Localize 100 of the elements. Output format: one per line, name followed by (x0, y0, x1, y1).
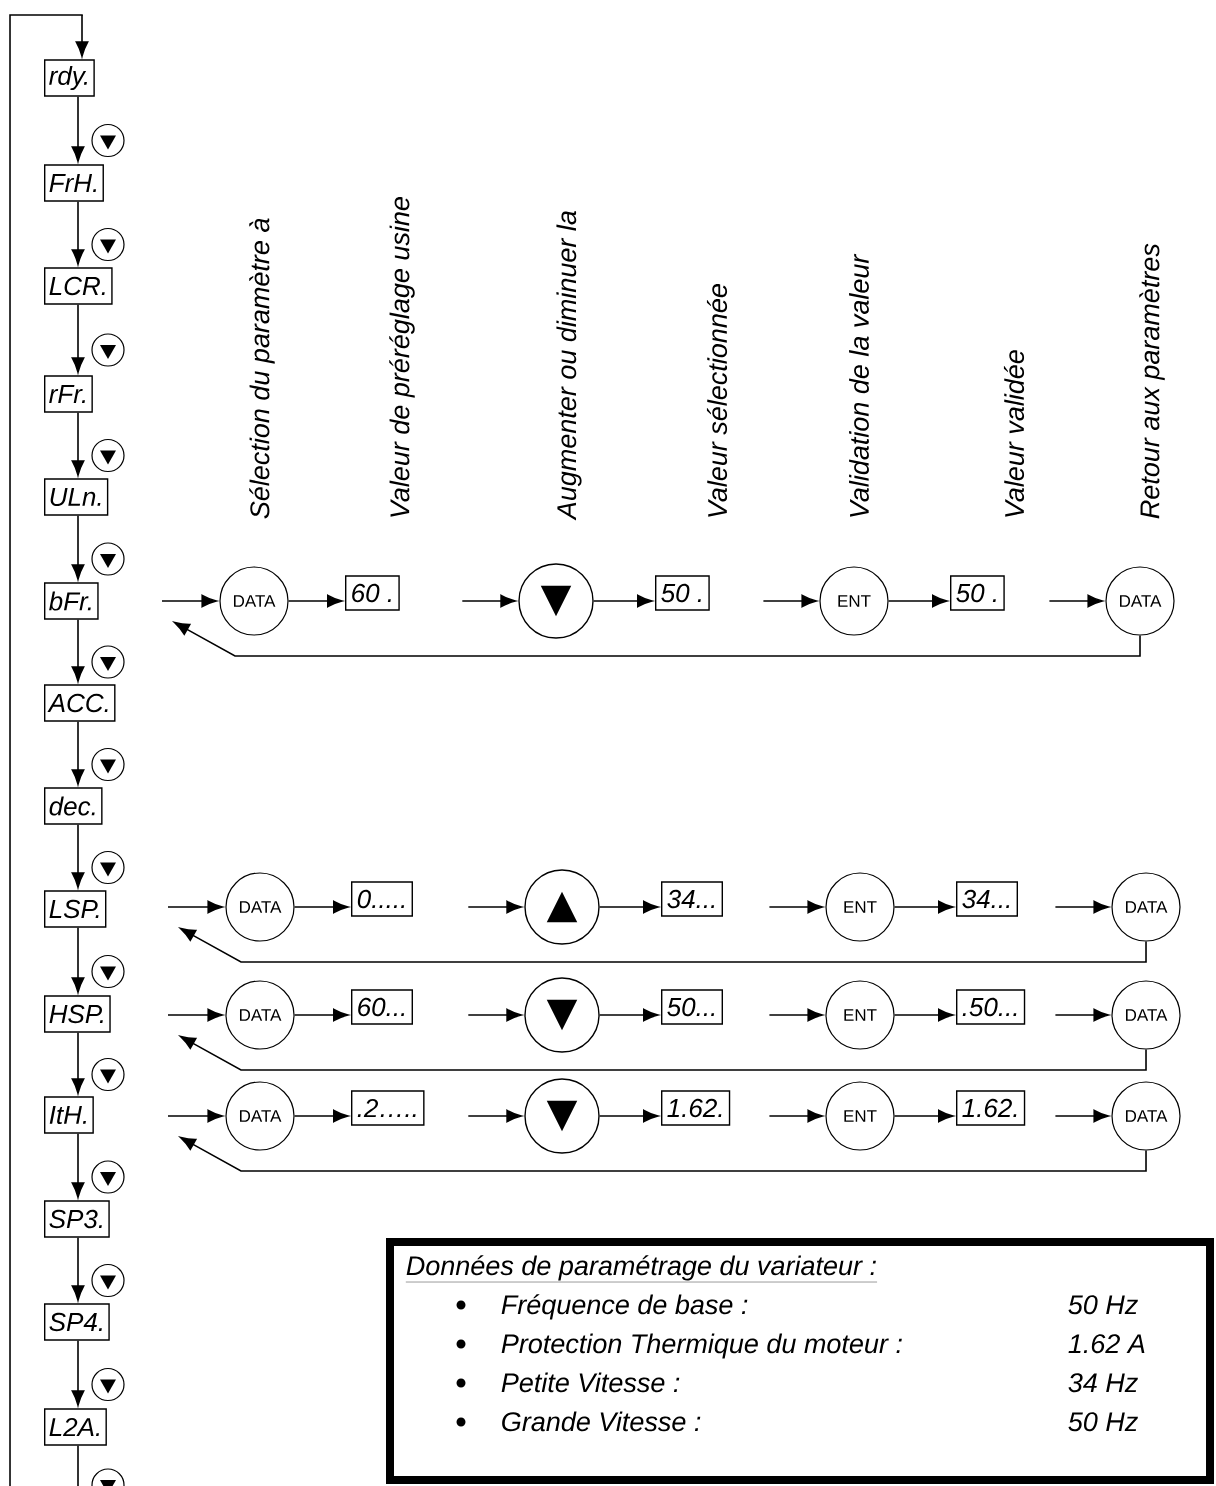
arrow (598, 900, 659, 914)
list-item: Fréquence de base : (501, 1294, 748, 1320)
parameter-box: HSP. (44, 995, 111, 1033)
arrow (71, 514, 85, 580)
display-box: 60... (351, 989, 413, 1025)
display-box: .50... (956, 989, 1026, 1025)
arrow (467, 1109, 522, 1123)
info-box (386, 1238, 1214, 1484)
arrow (893, 1008, 954, 1022)
arrow (71, 1132, 85, 1198)
arrow (161, 594, 217, 608)
arrow (762, 594, 817, 608)
parameter-box: rdy. (44, 59, 95, 97)
parameter-box: ACC. (44, 684, 116, 722)
arrow (293, 1109, 349, 1123)
column-heading: Augmenter ou diminuer la (556, 211, 582, 521)
arrow (71, 926, 85, 993)
item-value: 50 Hz (1068, 1412, 1138, 1432)
column-heading: Retour aux paramètres (1139, 243, 1165, 519)
display-box: 1.62. (956, 1090, 1026, 1126)
arrow (598, 1008, 659, 1022)
arrow (592, 594, 653, 608)
arrow (71, 1031, 85, 1094)
display-box: 34... (956, 881, 1018, 917)
info-heading: Données de paramétrage du variateur : (405, 1255, 878, 1283)
arrow (293, 900, 349, 914)
parameter-box: LCR. (44, 267, 113, 305)
arrow (598, 1109, 659, 1123)
column-heading: Sélection du paramètre à (249, 218, 275, 519)
display-box: .2….. (351, 1090, 425, 1126)
arrow (71, 823, 85, 888)
parameter-box: ULn. (44, 478, 109, 516)
parameter-box: LSP. (44, 890, 107, 928)
enter-button: ENT (825, 872, 895, 942)
arrow (1048, 594, 1103, 608)
column-heading: Valeur sélectionnée (706, 284, 728, 517)
display-box: 1.62. (661, 1090, 731, 1126)
parameter-box: dec. (44, 787, 103, 825)
list-item: Grande Vitesse : (502, 1411, 701, 1432)
arrow (180, 1136, 1147, 1172)
data-button: DATA (225, 1081, 295, 1151)
data-button: DATA (1105, 566, 1175, 636)
display-box: 34... (661, 881, 723, 917)
arrow (293, 1008, 349, 1022)
data-button: DATA (225, 980, 295, 1050)
arrow (1054, 900, 1109, 914)
item-value: 50 Hz (1068, 1295, 1138, 1315)
arrow (893, 900, 954, 914)
arrow (75, 14, 89, 57)
display-box: 0..... (351, 881, 413, 917)
data-button: DATA (1111, 1081, 1181, 1151)
arrow-button: ▼ (524, 977, 600, 1053)
arrow (180, 1035, 1147, 1071)
display-box: 50 . (655, 575, 710, 611)
display-box: 50... (661, 989, 723, 1025)
item-value: 34 Hz (1068, 1373, 1138, 1393)
arrow (467, 900, 522, 914)
arrow (71, 200, 85, 265)
parameter-box: bFr. (44, 582, 99, 620)
data-button: DATA (219, 566, 289, 636)
parameter-box: SP3. (44, 1200, 110, 1238)
arrow (180, 927, 1147, 963)
data-button: DATA (1111, 980, 1181, 1050)
parameter-box: FrH. (44, 164, 104, 202)
arrow (1054, 1109, 1109, 1123)
arrow (71, 303, 85, 373)
arrow (768, 1008, 823, 1022)
enter-button: ENT (825, 1081, 895, 1151)
arrow-button: ▼ (518, 563, 594, 639)
column-heading: Valeur de préréglage usine (389, 197, 415, 517)
arrow (71, 95, 85, 162)
arrow (768, 900, 823, 914)
arrow (461, 594, 516, 608)
column-heading: Valeur validée (1003, 350, 1025, 517)
arrow (71, 618, 85, 682)
arrow (467, 1008, 522, 1022)
arrow (71, 411, 85, 476)
arrow (71, 720, 85, 785)
data-button: DATA (225, 872, 295, 942)
arrow (167, 1008, 223, 1022)
arrow (287, 594, 343, 608)
arrow-button: ▼ (524, 1078, 600, 1154)
arrow (1054, 1008, 1109, 1022)
data-button: DATA (1111, 872, 1181, 942)
display-box: 60 . (345, 575, 400, 611)
arrow (893, 1109, 954, 1123)
item-value: 1.62 A (1068, 1334, 1145, 1354)
arrow (167, 1109, 223, 1123)
arrow (174, 621, 1141, 657)
arrow-button: ▲ (524, 869, 600, 945)
list-item: Petite Vitesse : (501, 1372, 680, 1393)
enter-button: ENT (819, 566, 889, 636)
display-box: 50 . (950, 575, 1005, 611)
parameter-box: L2A. (44, 1408, 107, 1446)
list-item: Protection Thermique du moteur : (501, 1333, 902, 1359)
arrow (887, 594, 948, 608)
parameter-box: ItH. (44, 1096, 94, 1134)
parameter-box: SP4. (44, 1303, 110, 1341)
arrow (167, 900, 223, 914)
column-heading: Validation de la valeur (849, 253, 869, 517)
